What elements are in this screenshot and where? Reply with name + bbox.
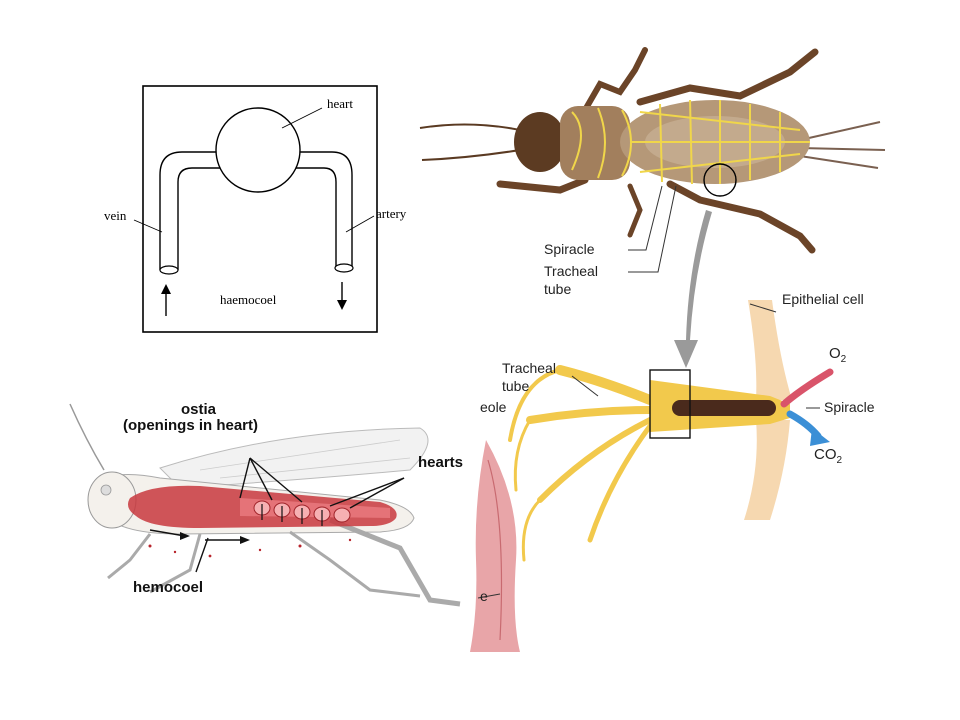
ostia-label-2: (openings in heart) — [123, 417, 258, 434]
epithelial-cell-label: Epithelial cell — [782, 291, 864, 307]
cricket-head — [514, 112, 566, 172]
epithelial-wall — [748, 300, 792, 400]
haemocoel-label: haemocoel — [220, 292, 277, 307]
grasshopper-body — [97, 474, 415, 535]
co2-label-text: CO — [814, 446, 837, 463]
detail-box — [649, 369, 691, 439]
tracheal-trunk — [650, 380, 790, 432]
muscle-fibre — [470, 440, 520, 652]
grasshopper-hemolymph — [128, 485, 397, 528]
zoom-arrow-icon — [674, 210, 712, 368]
detail-tracheal-label-1: Tracheal — [502, 360, 556, 376]
vein-opening — [159, 265, 179, 275]
artery-opening — [334, 263, 354, 273]
co2-label: CO2 — [814, 446, 842, 466]
hemocoel-label: hemocoel — [133, 579, 204, 596]
arrow-up-icon — [161, 284, 171, 316]
artery-label: artery — [376, 206, 407, 221]
o2-label: O2 — [829, 345, 846, 365]
co2-arrow-icon — [786, 410, 822, 440]
artery-tube — [296, 151, 353, 268]
heart-chamber — [215, 107, 301, 193]
ostia-label-1: ostia — [181, 401, 217, 418]
grasshopper-heart-tube — [240, 498, 390, 518]
o2-label-text: O — [829, 345, 841, 362]
co2-label-subscript: 2 — [836, 455, 843, 466]
grasshopper-head — [87, 471, 137, 529]
tracheole-fragment-label: eole — [480, 399, 507, 415]
tracheal-lumen — [672, 400, 776, 416]
cricket-tracheal-label-2: tube — [544, 281, 572, 297]
hearts-label: hearts — [418, 454, 464, 471]
arrow-down-icon — [337, 282, 347, 310]
cricket-spiracle-label: Spiracle — [544, 241, 595, 257]
grasshopper-wing — [159, 427, 429, 489]
spiracle-highlight — [703, 163, 737, 197]
detail-tracheal-label-2: tube — [502, 378, 530, 394]
vein-label: vein — [104, 208, 127, 223]
cricket-abdomen — [620, 100, 810, 184]
vein-tube — [159, 151, 220, 270]
cricket-tracheal-label-1: Tracheal — [544, 263, 598, 279]
heart-label: heart — [327, 96, 353, 111]
o2-label-subscript: 2 — [840, 354, 847, 365]
detail-spiracle-label: Spiracle — [824, 399, 875, 415]
cricket-thorax — [560, 106, 630, 180]
muscle-fragment-label: e — [480, 588, 488, 604]
